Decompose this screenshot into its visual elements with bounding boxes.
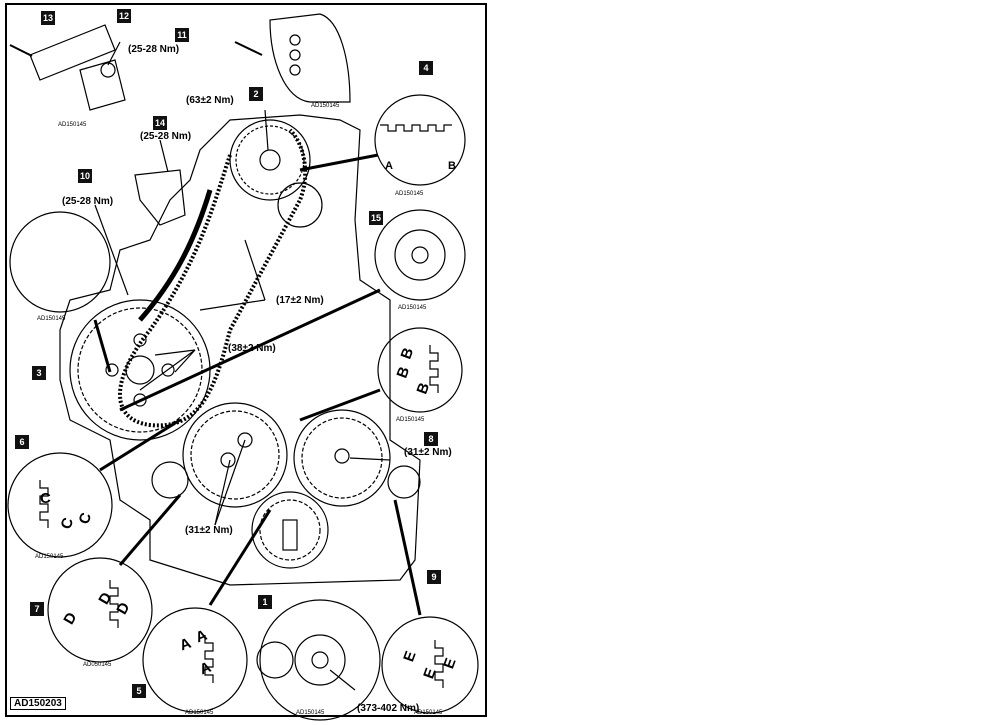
idler-gear-left bbox=[182, 402, 288, 508]
timing-mark-6-1: C bbox=[40, 490, 51, 507]
small-gear-left bbox=[151, 461, 189, 499]
figure-id-label: AD150203 bbox=[10, 697, 66, 710]
torque-label-1: (373-402 Nm) bbox=[357, 703, 420, 714]
crankshaft-gear bbox=[69, 299, 211, 441]
detail-5-circle bbox=[142, 607, 248, 713]
callout-4: 4 bbox=[419, 61, 433, 75]
torque-label-31-left: (31±2 Nm) bbox=[185, 525, 233, 536]
callout-15: 15 bbox=[369, 211, 383, 225]
detail-code-13: AD150145 bbox=[58, 122, 87, 128]
tensioner-detail bbox=[29, 24, 126, 111]
detail-left-circle bbox=[9, 211, 111, 313]
callout-7: 7 bbox=[30, 602, 44, 616]
torque-label-31-right: (31±2 Nm) bbox=[404, 447, 452, 458]
timing-mark-4-right: B bbox=[448, 160, 456, 172]
detail-code-4: AD150145 bbox=[395, 191, 424, 197]
detail-code-8: AD150145 bbox=[396, 417, 425, 423]
engine-block-outline bbox=[59, 114, 421, 586]
detail-6-circle bbox=[7, 452, 113, 558]
detail-4-circle bbox=[374, 94, 466, 186]
detail-7-circle bbox=[47, 557, 153, 663]
chain-tensioner bbox=[134, 169, 186, 226]
callout-11: 11 bbox=[175, 28, 189, 42]
callout-6: 6 bbox=[15, 435, 29, 449]
detail-8-circle bbox=[377, 327, 463, 413]
torque-label-2: (63±2 Nm) bbox=[186, 95, 234, 106]
callout-14: 14 bbox=[153, 116, 167, 130]
detail-9-circle bbox=[381, 616, 479, 714]
callout-13: 13 bbox=[41, 11, 55, 25]
detail-code-7: AD050145 bbox=[83, 662, 112, 668]
torque-label-14: (25-28 Nm) bbox=[140, 131, 192, 142]
timing-chain bbox=[118, 128, 308, 428]
detail-15-circle bbox=[374, 209, 466, 301]
callout-10: 10 bbox=[78, 169, 92, 183]
callout-12: 12 bbox=[117, 9, 131, 23]
detail-code-5: AD150145 bbox=[185, 710, 214, 716]
idler-gear-upper bbox=[277, 182, 323, 228]
torque-label-38: (38±2 Nm) bbox=[228, 343, 276, 354]
detail-code-top: AD150145 bbox=[311, 103, 340, 109]
torque-label-11: (25-28 Nm) bbox=[128, 44, 180, 55]
camshaft-gear bbox=[229, 119, 311, 201]
figure-frame bbox=[5, 3, 487, 717]
chain-mark-detail bbox=[269, 13, 351, 103]
callout-5: 5 bbox=[132, 684, 146, 698]
callout-3: 3 bbox=[32, 366, 46, 380]
chain-guide bbox=[138, 189, 213, 322]
idler-gear-right bbox=[293, 409, 391, 507]
detail-code-15: AD150145 bbox=[398, 305, 427, 311]
small-gear-right bbox=[387, 465, 421, 499]
torque-label-17: (17±2 Nm) bbox=[276, 295, 324, 306]
callout-2: 2 bbox=[249, 87, 263, 101]
detail-code-6: AD150145 bbox=[35, 554, 64, 560]
timing-mark-4-left: A bbox=[385, 160, 393, 172]
detail-code-left: AD150145 bbox=[37, 316, 66, 322]
detail-code-1: AD150145 bbox=[296, 710, 325, 716]
detail-code-9: AD150145 bbox=[414, 710, 443, 716]
callout-8: 8 bbox=[424, 432, 438, 446]
oil-pump-gear bbox=[251, 491, 329, 569]
torque-label-left: (25-28 Nm) bbox=[62, 196, 114, 207]
callout-9: 9 bbox=[427, 570, 441, 584]
callout-1: 1 bbox=[258, 595, 272, 609]
detail-1-circle bbox=[259, 599, 381, 721]
